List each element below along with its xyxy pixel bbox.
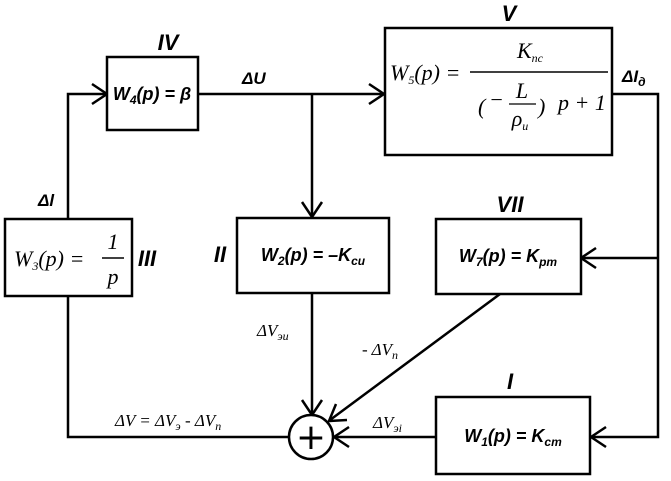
block-w4 [105,55,200,132]
summing-junction-symbol: + [296,417,326,458]
numeral-iv: IV [158,30,181,55]
svg-text:1: 1 [108,229,119,254]
block-w1-formula: W1(p) = Kст [464,426,562,449]
numeral-vii: VII [497,192,525,217]
numeral-iii: III [138,246,157,271]
signal-dvn: - ΔVп [362,340,398,362]
svg-text:−: − [489,87,504,112]
svg-text:Kпс: Kпс [516,38,544,65]
wire-w3-to-w4 [66,92,106,218]
block-w5 [383,26,614,157]
block-w4-formula: W4(p) = β [113,84,191,107]
block-w2-formula: W2(p) = –Kси [261,245,366,268]
svg-text:p: p [106,264,119,289]
wire-w5-out [592,92,660,439]
numeral-i: I [507,369,514,394]
numeral-v: V [502,1,519,26]
svg-text:p + 1: p + 1 [556,90,606,115]
arrowhead-sum-diag [327,403,348,423]
wire-sum-to-w3 [66,297,289,439]
svg-text:ρu: ρu [511,106,529,133]
signal-dvei: ΔVэi [372,413,402,435]
signal-di: ΔIд [621,67,646,89]
paren-left: ( [478,94,487,119]
svg-text:W5(p) =: W5(p) = [390,60,460,87]
paren-right: ) [536,94,545,119]
summing-junction [287,413,335,461]
svg-text:L: L [515,78,528,103]
signal-du: ΔU [241,69,266,88]
block-w1 [434,395,592,476]
numeral-ii: II [214,242,227,267]
wire-w7-to-sum [329,292,501,422]
block-w7 [434,217,583,296]
block-w5-formula: W5(p) = Kпс ( − L ρu ) p + 1 [390,38,608,133]
block-w3-formula: W3(p) = 1 p [14,229,124,289]
block-w7-formula: W7(p) = Kрт [459,246,558,269]
signal-dv-main: ΔV = ΔVэ - ΔVп [114,411,221,433]
signal-dl: Δl [37,191,55,210]
signal-dvsi: ΔVэи [256,321,289,343]
block-w3 [3,217,134,298]
block-w2 [235,216,391,295]
svg-text:W3(p) =: W3(p) = [14,246,84,273]
